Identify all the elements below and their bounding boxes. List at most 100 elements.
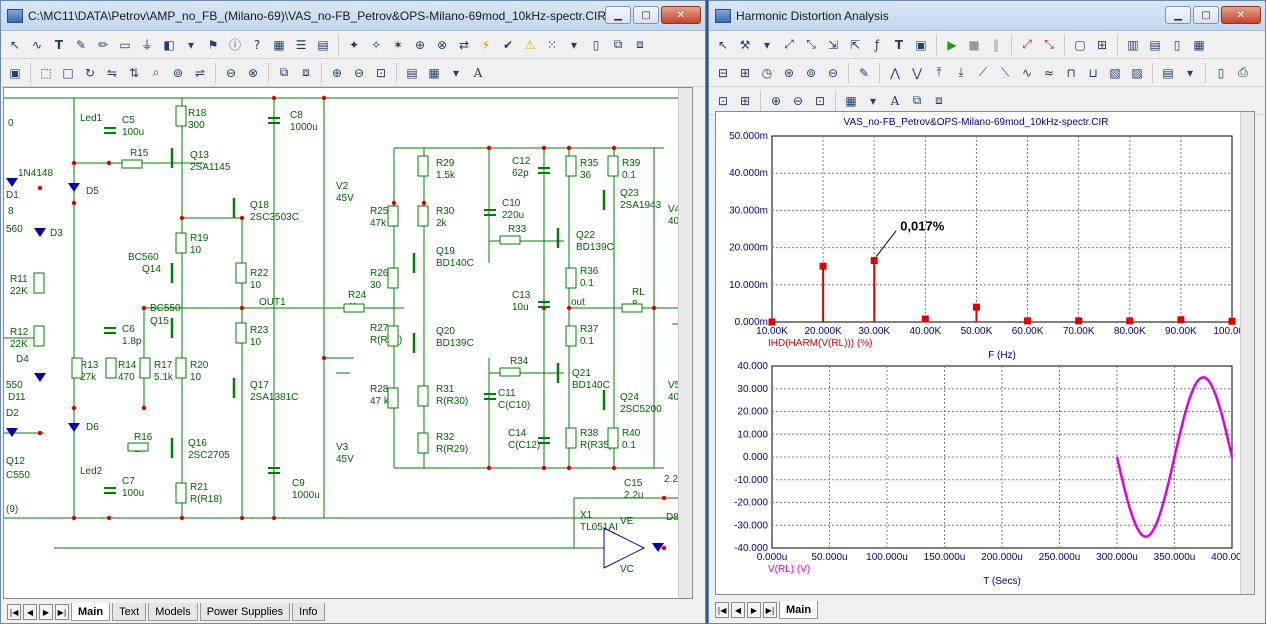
wave-icon[interactable]: ∿ xyxy=(1021,65,1033,80)
pause-icon[interactable]: ‖ xyxy=(993,37,999,52)
step-icon[interactable]: ⊓ xyxy=(1066,65,1076,80)
box-b-icon[interactable]: ⊞ xyxy=(1096,37,1108,52)
analysis-minimize-button[interactable]: ▁ xyxy=(1165,6,1191,24)
select-box-icon[interactable]: ⬚ xyxy=(40,65,52,80)
probe-icon[interactable]: ⊗ xyxy=(436,37,448,52)
mirror-icon[interactable]: ⇋ xyxy=(106,65,118,80)
dropdown2-icon[interactable]: ▾ xyxy=(570,37,578,52)
cancel-circle-icon[interactable]: ⊗ xyxy=(247,65,259,80)
print-icon[interactable]: ⎙ xyxy=(1238,65,1248,79)
schematic-vscroll[interactable] xyxy=(678,88,692,598)
component-icon[interactable]: ◧ xyxy=(163,37,175,52)
paste2-icon[interactable]: ⧈ xyxy=(302,65,310,79)
copy2-icon[interactable]: ⧉ xyxy=(279,65,289,79)
analysis-first-page-icon[interactable]: |◀ xyxy=(715,602,729,618)
fit-icon[interactable]: ⊡ xyxy=(717,93,729,108)
pointer-icon[interactable]: ↖ xyxy=(717,37,729,52)
flag-icon[interactable]: ⚑ xyxy=(207,37,219,52)
grid-icon[interactable]: ▦ xyxy=(273,37,285,52)
first-page-icon[interactable]: |◀ xyxy=(7,604,21,620)
tile-icon[interactable]: ▦ xyxy=(428,65,440,80)
panel-c-icon[interactable]: ▯ xyxy=(1173,37,1181,52)
binoculars-icon[interactable]: ⊚ xyxy=(172,65,184,80)
tab-info[interactable]: Info xyxy=(292,603,325,621)
zoom-fit-a-icon[interactable]: ⊡ xyxy=(814,93,826,108)
low-icon[interactable]: ⤓ xyxy=(958,65,964,79)
peak-icon[interactable]: ⋀ xyxy=(890,65,900,80)
scale-icon[interactable]: ⤢ xyxy=(784,37,794,51)
tab-text[interactable]: Text xyxy=(112,603,147,621)
zoom-in-icon[interactable]: ⊕ xyxy=(331,65,343,80)
zoom-out-icon[interactable]: ⊖ xyxy=(353,65,365,80)
panel-b-icon[interactable]: ▤ xyxy=(1149,37,1161,52)
plot-vscroll[interactable] xyxy=(1240,112,1254,594)
warning-icon[interactable]: ⚠ xyxy=(524,37,536,52)
pen-icon[interactable]: ✎ xyxy=(75,37,87,52)
dropdown-b-icon[interactable]: ▾ xyxy=(1186,65,1194,80)
high-icon[interactable]: ⤒ xyxy=(936,65,942,79)
info-icon[interactable]: ⓘ xyxy=(228,38,241,52)
grid-dots-icon[interactable]: ⁙ xyxy=(546,37,558,52)
cursor-mode2-icon[interactable]: ⤡ xyxy=(1044,37,1054,51)
tile-a-icon[interactable]: ▦ xyxy=(845,93,857,108)
copy-a-icon[interactable]: ⧉ xyxy=(912,93,922,107)
clipboard-icon[interactable]: ▤ xyxy=(1162,65,1174,80)
properties-a-icon[interactable]: ▣ xyxy=(915,37,927,52)
stop-icon[interactable]: ■ xyxy=(968,37,980,52)
last-page-icon[interactable]: ▶| xyxy=(55,604,69,620)
font-icon[interactable]: A xyxy=(473,65,483,80)
analysis-next-page-icon[interactable]: ▶ xyxy=(747,602,761,618)
next-page-icon[interactable]: ▶ xyxy=(39,604,53,620)
cursor-mode-icon[interactable]: ⤢ xyxy=(1022,37,1032,51)
resistor-icon[interactable]: ▭ xyxy=(119,37,131,52)
text-tool-icon[interactable]: T xyxy=(54,37,64,52)
schematic-canvas[interactable]: Led1C5100uR18300C81000uR151kQ132SA11451N… xyxy=(3,87,693,599)
text-icon[interactable]: T xyxy=(894,37,904,52)
font-a-icon[interactable]: A xyxy=(890,93,900,108)
node-i-icon[interactable]: ✶ xyxy=(392,37,404,52)
panel-d-icon[interactable]: ▦ xyxy=(1193,37,1205,52)
folder-icon[interactable]: ▤ xyxy=(317,37,329,52)
find-icon[interactable]: ⌕ xyxy=(152,65,160,79)
node-v-icon[interactable]: ✧ xyxy=(370,37,382,52)
dropdown3-icon[interactable]: ▾ xyxy=(452,65,460,80)
analysis-maximize-button[interactable]: ▢ xyxy=(1193,6,1219,24)
zoom-a-icon[interactable]: ⊛ xyxy=(783,65,795,80)
table2-icon[interactable]: ⊞ xyxy=(739,65,751,80)
analysis-prev-page-icon[interactable]: ◀ xyxy=(731,602,745,618)
zoom-b-icon[interactable]: ⊚ xyxy=(805,65,817,80)
scale2-icon[interactable]: ⤡ xyxy=(806,37,816,51)
page-icon[interactable]: ▯ xyxy=(592,37,600,52)
tab-models[interactable]: Models xyxy=(148,603,198,621)
hatch2-icon[interactable]: ▨ xyxy=(1131,65,1143,80)
clock-icon[interactable]: ◷ xyxy=(761,65,773,80)
flip-icon[interactable]: ⇅ xyxy=(128,65,140,80)
select-arrow-icon[interactable]: ↖ xyxy=(9,37,21,52)
tab-power-supplies[interactable]: Power Supplies xyxy=(199,603,291,621)
prev-page-icon[interactable]: ◀ xyxy=(23,604,37,620)
analysis-last-page-icon[interactable]: ▶| xyxy=(763,602,777,618)
copy-icon[interactable]: ⧉ xyxy=(613,37,623,51)
minimize-button[interactable]: ▁ xyxy=(605,6,631,24)
slope-icon[interactable]: ⟋ xyxy=(978,65,988,79)
minus-circle-icon[interactable]: ⊖ xyxy=(225,65,237,80)
zoom-out-a-icon[interactable]: ⊖ xyxy=(792,93,804,108)
valley-icon[interactable]: ⋁ xyxy=(912,65,922,80)
function-icon[interactable]: ƒ xyxy=(874,37,880,52)
analysis-close-button[interactable]: ✕ xyxy=(1221,6,1261,24)
step2-icon[interactable]: ⊔ xyxy=(1088,65,1098,80)
doc-icon[interactable]: ▯ xyxy=(1217,65,1225,80)
zoom-c-icon[interactable]: ⊖ xyxy=(827,65,839,80)
pencil-icon[interactable]: ✏ xyxy=(97,37,109,52)
edit-icon[interactable]: ✎ xyxy=(858,65,870,80)
dropdown-icon[interactable]: ▾ xyxy=(187,37,195,52)
scale3-icon[interactable]: ⇲ xyxy=(827,37,839,52)
analysis-titlebar[interactable]: Harmonic Distortion Analysis ▁ ▢ ✕ xyxy=(709,1,1265,31)
lightning-icon[interactable]: ⚡ xyxy=(481,37,491,52)
wave2-icon[interactable]: ≈ xyxy=(1043,65,1055,80)
replace-icon[interactable]: ⇌ xyxy=(194,65,206,80)
tab-main[interactable]: Main xyxy=(71,603,111,621)
plot-canvas[interactable]: VAS_no-FB_Petrov&OPS-Milano-69mod_10kHz-… xyxy=(715,111,1255,595)
panel-a-icon[interactable]: ▥ xyxy=(1127,37,1139,52)
paste-icon[interactable]: ⧈ xyxy=(636,37,644,51)
